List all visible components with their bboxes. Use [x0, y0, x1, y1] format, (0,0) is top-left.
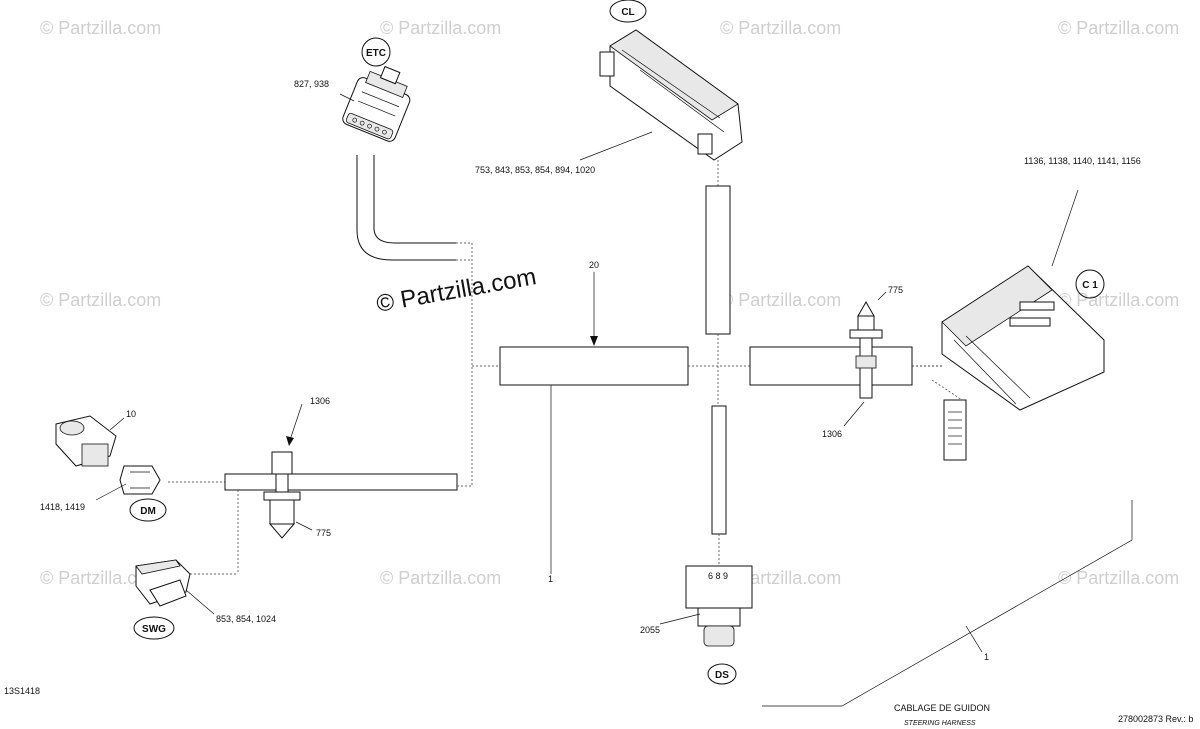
- watermark: © Partzilla.com: [1058, 568, 1179, 588]
- item-1-right: 1: [762, 500, 1133, 707]
- title-fr: CABLAGE DE GUIDON: [894, 703, 990, 713]
- watermark: © Partzilla.com: [40, 568, 161, 588]
- c1-label: C 1: [1082, 280, 1098, 291]
- item-2055-callout: 2055: [640, 625, 660, 635]
- swg-connector: 853, 854, 1024 SWG: [133, 559, 276, 640]
- revision: 278002873 Rev.: b: [1118, 714, 1193, 724]
- watermark: © Partzilla.com: [720, 18, 841, 38]
- etc-branch: [356, 155, 500, 486]
- cl-connector: CL 753, 843, 853, 854, 894, 1020: [475, 0, 743, 175]
- dm-connector: 10 1418, 1419 DM: [40, 409, 167, 522]
- item-775-right-callout: 775: [888, 285, 903, 295]
- watermark: © Partzilla.com: [40, 18, 161, 38]
- ds-trunk: [711, 405, 727, 566]
- cl-label: CL: [621, 7, 634, 18]
- item-1-right-callout: 1: [984, 652, 989, 662]
- dm-label: DM: [140, 506, 156, 517]
- title-en: STEERING HARNESS: [904, 720, 976, 727]
- item-10-callout: 10: [126, 409, 136, 419]
- watermark: © Partzilla.com: [380, 18, 501, 38]
- item-1306-left-callout: 1306: [310, 396, 330, 406]
- etc-label: ETC: [366, 48, 386, 59]
- watermark: © Partzilla.com: [40, 290, 161, 310]
- item-775-left-callout: 775: [316, 528, 331, 538]
- watermark: © Partzilla.com: [720, 290, 841, 310]
- watermark: © Partzilla.com: [1058, 18, 1179, 38]
- swg-label: SWG: [142, 624, 166, 635]
- watermark: © Partzilla.com: [1058, 290, 1179, 310]
- main-trunk: 20: [499, 260, 942, 386]
- item-1306-right-callout: 1306: [822, 429, 842, 439]
- item-20-callout: 20: [589, 260, 599, 270]
- swg-parts-callout: 853, 854, 1024: [216, 614, 276, 624]
- ds-digits: 6 8 9: [708, 571, 728, 581]
- cl-parts-callout: 753, 843, 853, 854, 894, 1020: [475, 165, 595, 175]
- watermark-main: © Partzilla.com: [374, 263, 538, 318]
- drawing-code: 13S1418: [4, 686, 40, 696]
- ds-connector: 6 8 9 2055 DS: [640, 565, 753, 685]
- left-harness: 1306 775: [168, 396, 472, 575]
- dm-parts-callout: 1418, 1419: [40, 502, 85, 512]
- footer: 13S1418 CABLAGE DE GUIDON STEERING HARNE…: [4, 686, 1193, 727]
- etc-connector: ETC 827, 938: [294, 37, 411, 142]
- ds-label: DS: [715, 670, 729, 681]
- item-1-left: 1: [548, 385, 553, 584]
- c1-parts-callout: 1136, 1138, 1140, 1141, 1156: [1024, 156, 1141, 166]
- c1-connector: C 1 1136, 1138, 1140, 1141, 1156: [912, 156, 1141, 461]
- right-cable-tie: 775 1306: [822, 285, 903, 439]
- watermark: © Partzilla.com: [380, 568, 501, 588]
- item-1-left-callout: 1: [548, 574, 553, 584]
- etc-parts-callout: 827, 938: [294, 79, 329, 89]
- cl-trunk: [705, 160, 731, 406]
